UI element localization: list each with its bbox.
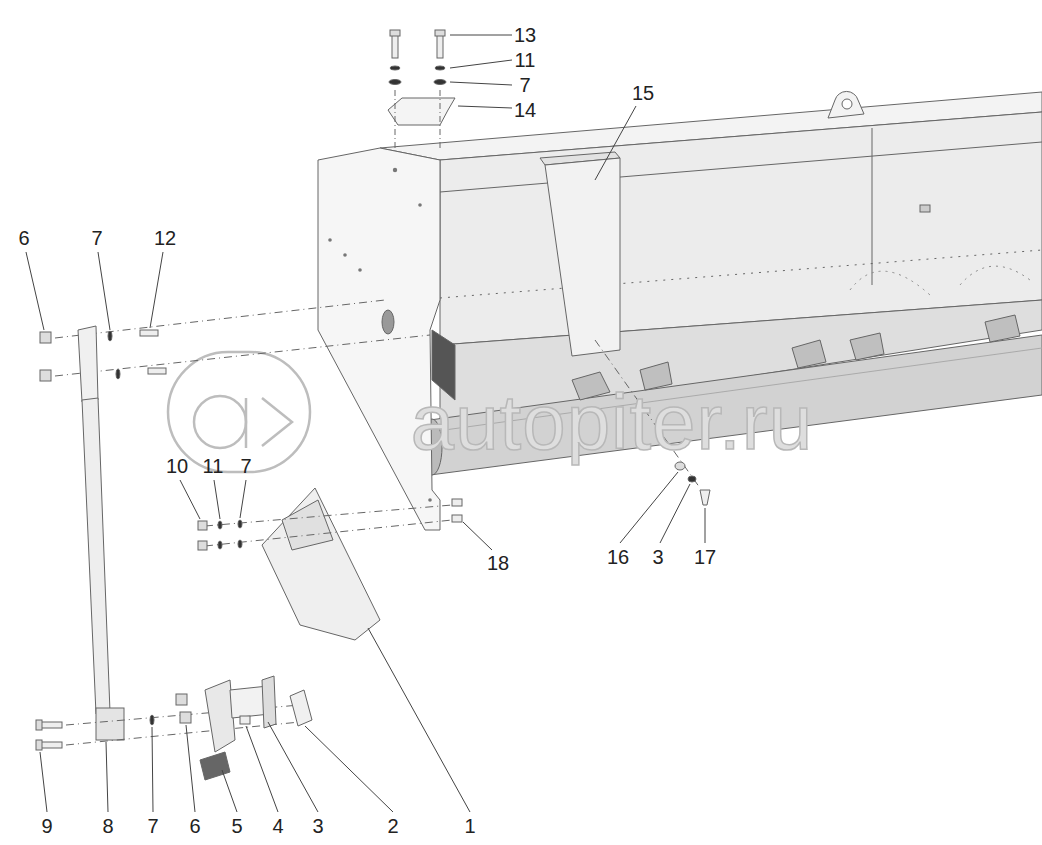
callout-number: 6 [18,228,29,248]
callout-number: 3 [312,816,323,836]
callout-number: 11 [515,50,536,70]
callout-number: 14 [514,100,536,120]
callout-number: 1 [464,816,475,836]
callout-number: 7 [147,816,158,836]
callout-number: 18 [487,553,509,573]
callout-number: 11 [203,456,224,476]
callout-number: 15 [632,83,654,103]
callout-number: 16 [607,547,629,567]
watermark-logo [168,352,310,472]
callout-number: 7 [240,456,251,476]
callout-number: 13 [514,25,536,45]
callout-number: 17 [694,547,716,567]
callout-number: 4 [272,816,283,836]
callout-number: 10 [166,456,188,476]
callout-number: 9 [41,816,52,836]
callout-number: 7 [519,75,530,95]
watermark: autopiter.ru [411,383,813,461]
callout-number: 12 [154,228,176,248]
callout-number: 3 [652,547,663,567]
callout-number: 7 [91,228,102,248]
callout-number: 2 [387,816,398,836]
callout-number: 8 [102,816,113,836]
callout-number: 6 [189,816,200,836]
callout-number: 5 [231,816,242,836]
